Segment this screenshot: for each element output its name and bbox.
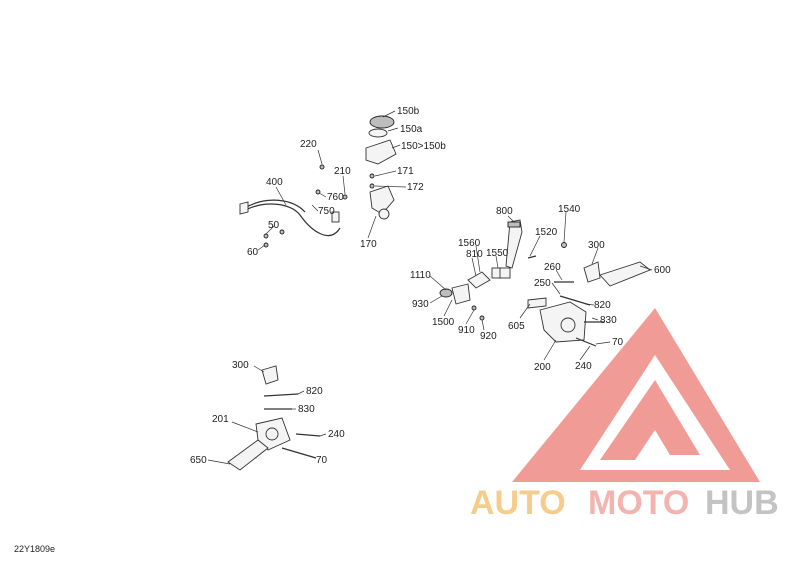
callout-1560: 1560 — [458, 238, 481, 249]
footrest-group — [227, 365, 321, 471]
callout-810: 810 — [466, 249, 483, 260]
brake-pedal-pad-part — [507, 221, 521, 228]
clip-part-3 — [279, 229, 285, 235]
link-part — [527, 297, 547, 309]
callout-171: 171 — [397, 166, 414, 177]
callout-910: 910 — [458, 325, 475, 336]
brake-line-part — [241, 203, 341, 236]
reference-code: 22Y1809e — [14, 544, 55, 554]
callouts-lower: 300 820 830 201 240 650 70 — [190, 360, 345, 466]
pedal-support-hub-part — [560, 317, 576, 333]
callout-170: 170 — [360, 239, 377, 250]
leader-lines-middle — [429, 211, 653, 361]
screw-part-2 — [527, 255, 537, 259]
watermark-hub: HUB — [705, 484, 779, 522]
reservoir-diaphragm-part — [368, 128, 388, 138]
callout-150b: 150b — [397, 106, 420, 117]
callout-1540: 1540 — [558, 204, 581, 215]
bolt-part-5 — [295, 433, 321, 437]
leader-lines-upper — [257, 110, 407, 251]
callout-172: 172 — [407, 182, 424, 193]
watermark-inner-shape — [600, 380, 700, 460]
callout-830-upper: 830 — [600, 315, 617, 326]
hose-clamp-part — [369, 173, 375, 179]
brake-pedal-group — [439, 219, 651, 347]
bolt-part — [319, 164, 325, 170]
footrest-plate-part — [599, 261, 651, 287]
bracket-part-3 — [261, 365, 279, 385]
callout-830-lower: 830 — [298, 404, 315, 415]
bolt-part-3 — [575, 337, 597, 347]
callouts-middle: 800 1540 1520 1560 300 810 1550 260 600 … — [410, 204, 671, 373]
callout-60: 60 — [247, 247, 259, 258]
pivot-bracket-part — [451, 283, 471, 305]
callout-750: 750 — [318, 206, 335, 217]
callout-210: 210 — [334, 166, 351, 177]
washer-part-2 — [471, 305, 477, 311]
watermark-logo: AUTO MOTO HUB — [470, 308, 779, 522]
leader-lines-lower — [207, 365, 327, 465]
master-cylinder-group — [239, 115, 397, 248]
callout-300-upper: 300 — [588, 240, 605, 251]
bracket-part — [331, 211, 340, 223]
nut-part — [561, 242, 567, 248]
callouts-upper: 150b 150a 150>150b 220 171 210 172 400 7… — [247, 106, 446, 258]
rod-part — [559, 295, 591, 306]
clip-part-2 — [263, 242, 269, 248]
brake-line-part-2 — [244, 199, 306, 213]
callout-1110: 1110 — [410, 270, 431, 281]
callout-820-upper: 820 — [594, 300, 611, 311]
master-cylinder-part — [369, 185, 395, 215]
callout-1500: 1500 — [432, 317, 455, 328]
callout-600: 600 — [654, 265, 671, 276]
screw-part — [342, 194, 348, 200]
master-cylinder-boot-part — [378, 208, 390, 220]
callout-760: 760 — [327, 192, 344, 203]
footrest-plate-part-2 — [227, 439, 269, 471]
clip-part — [263, 233, 269, 239]
callout-605: 605 — [508, 321, 525, 332]
callout-220: 220 — [300, 139, 317, 150]
bolt-part-4 — [479, 315, 485, 321]
callout-50: 50 — [268, 220, 280, 231]
callout-930: 930 — [412, 299, 429, 310]
callout-260: 260 — [544, 262, 561, 273]
callout-70-upper: 70 — [612, 337, 624, 348]
callout-240-lower: 240 — [328, 429, 345, 440]
callout-201: 201 — [212, 414, 229, 425]
watermark-triangle-icon — [512, 308, 760, 482]
callout-240-upper: 240 — [575, 361, 592, 372]
callout-200: 200 — [534, 362, 551, 373]
callout-300-lower: 300 — [232, 360, 249, 371]
reservoir-body-part — [365, 139, 397, 165]
callout-150a: 150a — [400, 124, 423, 135]
clip-part-4 — [439, 288, 453, 298]
callout-1550: 1550 — [486, 248, 509, 259]
watermark-moto: MOTO — [588, 484, 689, 522]
callout-800: 800 — [496, 206, 513, 217]
bracket-part-2 — [583, 261, 601, 283]
spring-part — [467, 271, 491, 289]
callout-650: 650 — [190, 455, 207, 466]
rod-part-2 — [263, 393, 299, 397]
callout-1520: 1520 — [535, 227, 558, 238]
callout-70-lower: 70 — [316, 455, 328, 466]
watermark-auto: AUTO — [470, 484, 566, 522]
brake-line-fitting-part — [239, 201, 249, 215]
hose-clamp-part-2 — [369, 183, 375, 189]
brake-pedal-part — [505, 219, 523, 269]
callout-920: 920 — [480, 331, 497, 342]
callout-150: 150>150b — [401, 141, 446, 152]
bushing-part-2 — [499, 267, 511, 279]
footrest-hub-part — [265, 427, 279, 441]
callout-820-lower: 820 — [306, 386, 323, 397]
reservoir-cap-part — [369, 115, 395, 129]
callout-250: 250 — [534, 278, 551, 289]
callout-400: 400 — [266, 177, 283, 188]
